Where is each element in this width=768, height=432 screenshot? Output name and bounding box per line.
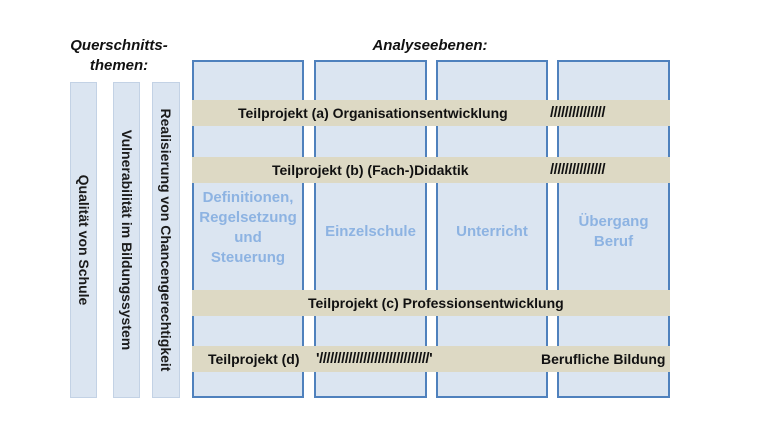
- teilprojekt-a-label: Teilprojekt (a) Organisationsentwicklung: [238, 105, 508, 121]
- querschnittsthema-column: Vulnerabilität im Bildungssystem: [113, 82, 140, 398]
- analyseebene-label: Unterricht: [456, 223, 528, 240]
- querschnittsthema-column: Qualität von Schule: [70, 82, 97, 398]
- analyseebene-label: Übergang Beruf: [578, 213, 649, 250]
- teilprojekt-b-hatch: ///////////////: [550, 161, 606, 178]
- teilprojekt-a-bar: Teilprojekt (a) Organisationsentwicklung…: [192, 100, 670, 126]
- analyseebenen-heading-text: Analyseebenen:: [372, 37, 488, 54]
- teilprojekt-d-hatch: '//////////////////////////////': [316, 350, 433, 367]
- teilprojekt-c-label: Teilprojekt (c) Professionsentwicklung: [308, 295, 564, 311]
- querschnittsthema-column: Realisierung von Chancengerechtigkeit: [152, 82, 180, 398]
- querschnittsthemen-heading-text: Querschnitts- themen:: [70, 37, 168, 74]
- teilprojekt-b-label: Teilprojekt (b) (Fach-)Didaktik: [272, 162, 469, 178]
- querschnittsthema-label: Vulnerabilität im Bildungssystem: [118, 129, 135, 351]
- analyseebenen-heading: Analyseebenen:: [330, 36, 530, 56]
- teilprojekt-d-suffix: Berufliche Bildung: [541, 351, 666, 367]
- teilprojekt-d-label: Teilprojekt (d): [208, 351, 300, 367]
- teilprojekt-d-bar: Teilprojekt (d) '///////////////////////…: [192, 346, 670, 372]
- analyseebene-label: Einzelschule: [325, 223, 416, 240]
- querschnittsthemen-heading: Querschnitts- themen:: [58, 36, 180, 76]
- analyseebene-label: Definitionen, Regelsetzung und Steuerung: [199, 189, 297, 266]
- querschnittsthema-label: Qualität von Schule: [75, 174, 92, 306]
- teilprojekt-a-hatch: ///////////////: [550, 104, 606, 121]
- teilprojekt-c-bar: Teilprojekt (c) Professionsentwicklung: [192, 290, 670, 316]
- teilprojekt-b-bar: Teilprojekt (b) (Fach-)Didaktik ////////…: [192, 157, 670, 183]
- querschnittsthema-label: Realisierung von Chancengerechtigkeit: [158, 108, 174, 372]
